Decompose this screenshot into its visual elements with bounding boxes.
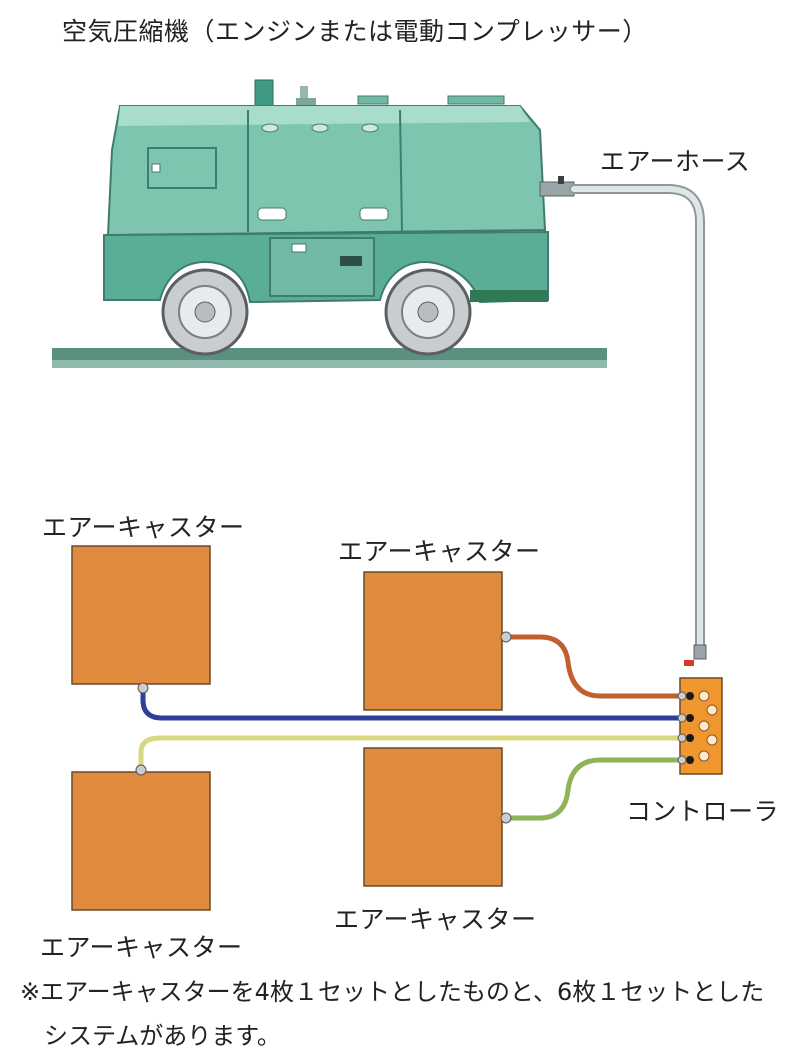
caster-label-bottom-right: エアーキャスター	[334, 905, 537, 934]
ground	[52, 348, 607, 368]
footnote-line-2: システムがあります。	[44, 1022, 281, 1050]
compressor	[103, 79, 575, 356]
air-caster-pad-top-right	[363, 571, 512, 711]
caster-label-top-left: エアーキャスター	[42, 513, 245, 542]
air-caster-pad-bottom-left	[71, 764, 211, 911]
compressor-title: 空気圧縮機（エンジンまたは電動コンプレッサー）	[62, 17, 648, 46]
air-caster-pad-top-left	[71, 545, 211, 694]
hose-blue	[140, 690, 680, 721]
footnote: ※エアーキャスターを4枚１セットとしたものと、6枚１セットとした システムがあり…	[20, 970, 764, 1058]
hose-green	[508, 757, 680, 821]
air-caster-pad-bottom-right	[363, 747, 512, 887]
hose-brown	[508, 634, 680, 699]
hose-yellow	[138, 735, 680, 768]
air-caster-system-diagram	[52, 79, 723, 911]
wheel-right	[384, 268, 472, 356]
footnote-line-1: ※エアーキャスターを4枚１セットとしたものと、6枚１セットとした	[20, 978, 765, 1006]
caster-label-top-right: エアーキャスター	[338, 537, 541, 566]
wheel-left	[161, 268, 249, 356]
controller-box	[677, 677, 723, 775]
caster-label-bottom-left: エアーキャスター	[40, 933, 243, 962]
controller-label: コントローラ	[626, 797, 780, 826]
air-hose-label: エアーホース	[600, 147, 751, 176]
air-hose-main	[569, 184, 705, 650]
